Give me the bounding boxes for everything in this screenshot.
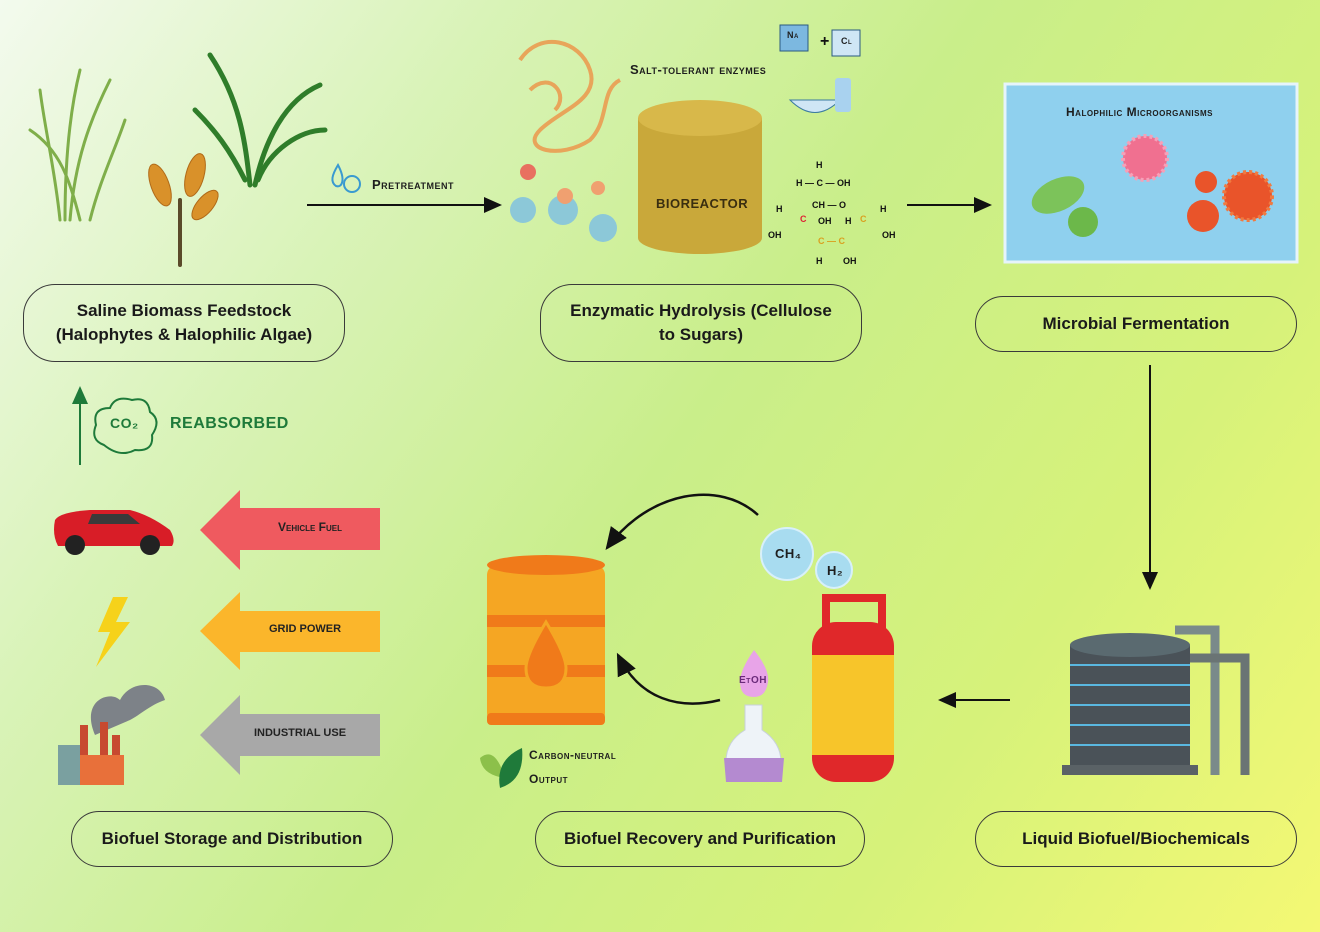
etoh-label: EtOH <box>739 675 767 686</box>
microorganisms-label: Halophilic Microorganisms <box>1066 105 1213 119</box>
industrial-use-label: INDUSTRIAL USE <box>253 727 347 739</box>
vehicle-fuel-label: Vehicle Fuel <box>277 520 342 534</box>
output-label: Output <box>529 772 568 786</box>
cl-label: Cl <box>841 36 853 46</box>
stage-recovery: Biofuel Recovery and Purification <box>535 811 865 867</box>
svg-text:C — C: C — C <box>818 236 846 246</box>
svg-text:H: H <box>776 204 783 214</box>
reabsorbed-label: REABSORBED <box>170 415 289 432</box>
gas-bubbles-icon <box>760 527 853 589</box>
protein-structure-icon <box>518 40 622 153</box>
grid-power-arrow <box>200 592 380 670</box>
storage-tank-icon <box>1062 625 1250 775</box>
salt-elements-icon: + <box>779 24 861 113</box>
stage-liquid-biofuel: Liquid Biofuel/Biochemicals <box>975 811 1297 867</box>
leaf-icon <box>480 748 523 788</box>
factory-icon <box>58 685 165 785</box>
svg-text:H: H <box>845 216 852 226</box>
lightning-icon <box>96 597 130 667</box>
oil-barrel-icon <box>487 555 605 725</box>
svg-text:H: H <box>880 204 887 214</box>
vehicle-fuel-arrow <box>200 490 380 570</box>
stage-storage: Biofuel Storage and Distribution <box>71 811 393 867</box>
svg-text:OH: OH <box>818 216 832 226</box>
svg-text:C: C <box>860 214 867 224</box>
stage-feedstock: Saline Biomass Feedstock (Halophytes & H… <box>23 284 345 362</box>
halophyte-plants-icon <box>28 52 328 267</box>
industrial-use-arrow <box>200 695 380 775</box>
svg-text:OH: OH <box>882 230 896 240</box>
ch4-label: CH₄ <box>775 546 802 561</box>
microorganisms-panel <box>1003 82 1299 264</box>
grid-power-label: GRID POWER <box>268 623 342 635</box>
carbon-neutral-label: Carbon-neutral <box>529 748 617 762</box>
water-gear-icon <box>331 162 361 193</box>
molecule-binding-icon <box>510 164 617 242</box>
pretreatment-label: Pretreatment <box>372 177 454 192</box>
co2-cloud-icon <box>93 397 158 455</box>
svg-text:H: H <box>816 256 823 266</box>
salt-enzymes-label: Salt-tolerant enzymes <box>630 62 767 77</box>
svg-text:C: C <box>800 214 807 224</box>
ethanol-flask-icon <box>724 650 784 782</box>
h2-label: H₂ <box>827 563 844 578</box>
co2-label: CO₂ <box>110 415 139 431</box>
bioreactor-icon <box>638 100 762 254</box>
bioreactor-label: BIOREACTOR <box>656 196 749 211</box>
svg-text:OH: OH <box>768 230 782 240</box>
svg-text:+: + <box>820 33 829 50</box>
svg-text:H: H <box>816 160 823 170</box>
na-label: Na <box>787 30 799 40</box>
gas-cylinder-icon <box>812 594 894 782</box>
car-icon <box>54 510 174 555</box>
svg-text:H — C — OH: H — C — OH <box>796 178 851 188</box>
svg-text:OH: OH <box>843 256 857 266</box>
stage-fermentation: Microbial Fermentation <box>975 296 1297 352</box>
svg-text:CH — O: CH — O <box>812 200 846 210</box>
stage-hydrolysis: Enzymatic Hydrolysis (Cellulose to Sugar… <box>540 284 862 362</box>
